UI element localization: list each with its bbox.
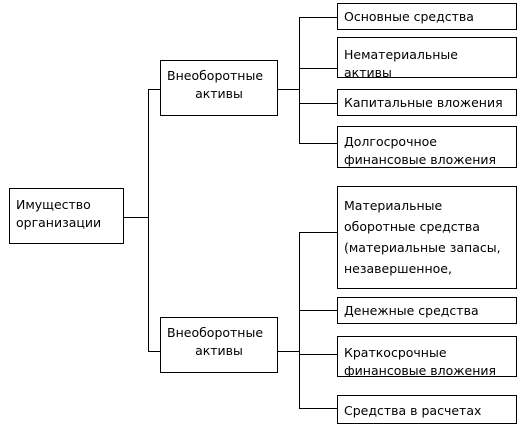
connector (299, 17, 300, 144)
leaf-node: Долгосрочное финансовые вложения (337, 126, 517, 168)
connector (299, 143, 337, 144)
leaf-node: Краткосрочные финансовые вложения (337, 336, 517, 377)
leaf-node-label: Капитальные вложения (344, 95, 503, 110)
leaf-node-label: незавершенное, (344, 261, 452, 276)
leaf-node-label: Нематериальные (344, 47, 458, 62)
leaf-node: Нематериальные активы (337, 37, 517, 78)
leaf-node-label: Краткосрочные (344, 345, 447, 360)
leaf-node-label: Денежные средства (344, 303, 479, 318)
connector (299, 103, 337, 104)
group-node-label-line2: активы (195, 343, 243, 358)
connector (148, 89, 149, 352)
connector (299, 17, 337, 18)
leaf-node: Капитальные вложения (337, 89, 517, 116)
leaf-node-label: активы (344, 65, 392, 78)
connector (299, 232, 300, 409)
leaf-node: Средства в расчетах (337, 395, 517, 424)
connector (299, 232, 337, 233)
root-node: Имущество организации (9, 188, 124, 244)
root-node-label-line1: Имущество (16, 197, 91, 212)
connector (299, 310, 337, 311)
group-node-label-line1: Внеоборотные (167, 68, 264, 83)
connector (148, 351, 160, 352)
connector (299, 354, 337, 355)
leaf-node-label: Средства в расчетах (344, 403, 482, 418)
group-node: Внеоборотные активы (160, 60, 278, 116)
leaf-node-label: (материальные запасы, (344, 240, 501, 255)
leaf-node-label: Долгосрочное (344, 134, 437, 149)
leaf-node-label: Основные средства (344, 9, 474, 24)
connector (277, 89, 300, 90)
group-node-label-line1: Внеоборотные (167, 325, 264, 340)
connector (299, 408, 337, 409)
leaf-node: Основные средства (337, 3, 517, 30)
root-node-label-line2: организации (16, 215, 102, 230)
group-node-label-line2: активы (195, 86, 243, 101)
leaf-node-label: финансовые вложения (344, 152, 497, 167)
group-node: Внеоборотные активы (160, 317, 278, 373)
leaf-node-label: оборотные средства (344, 219, 480, 234)
leaf-node: Денежные средства (337, 297, 517, 324)
connector (148, 89, 160, 90)
leaf-node-label: Материальные (344, 198, 443, 213)
leaf-node-label: финансовые вложения (344, 363, 497, 377)
connector (123, 217, 149, 218)
leaf-node: Материальные оборотные средства (материа… (337, 186, 517, 289)
connector (299, 68, 337, 69)
connector (277, 351, 300, 352)
